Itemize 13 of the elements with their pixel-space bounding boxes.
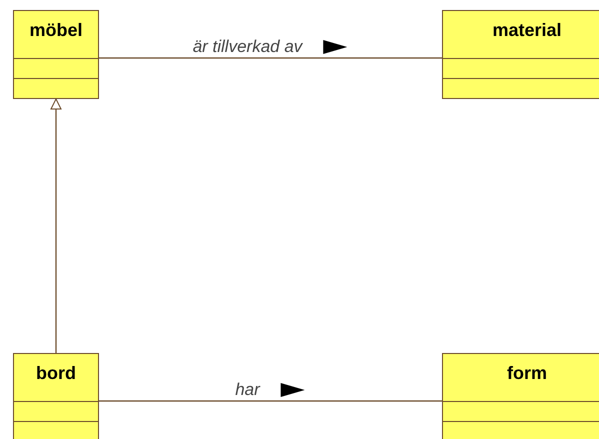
class-name: form — [507, 362, 547, 385]
generalization-arrow — [50, 98, 62, 353]
class-name: material — [492, 19, 562, 42]
edge-label: är tillverkad av — [192, 36, 302, 58]
class-box — [442, 353, 599, 439]
association-line — [99, 400, 442, 402]
class-box — [13, 353, 99, 439]
edge-label: har — [235, 379, 260, 401]
association-line — [99, 57, 442, 59]
class-name: möbel — [29, 19, 82, 42]
class-box — [442, 10, 599, 99]
class-name: bord — [36, 362, 76, 385]
class-box — [13, 10, 99, 99]
